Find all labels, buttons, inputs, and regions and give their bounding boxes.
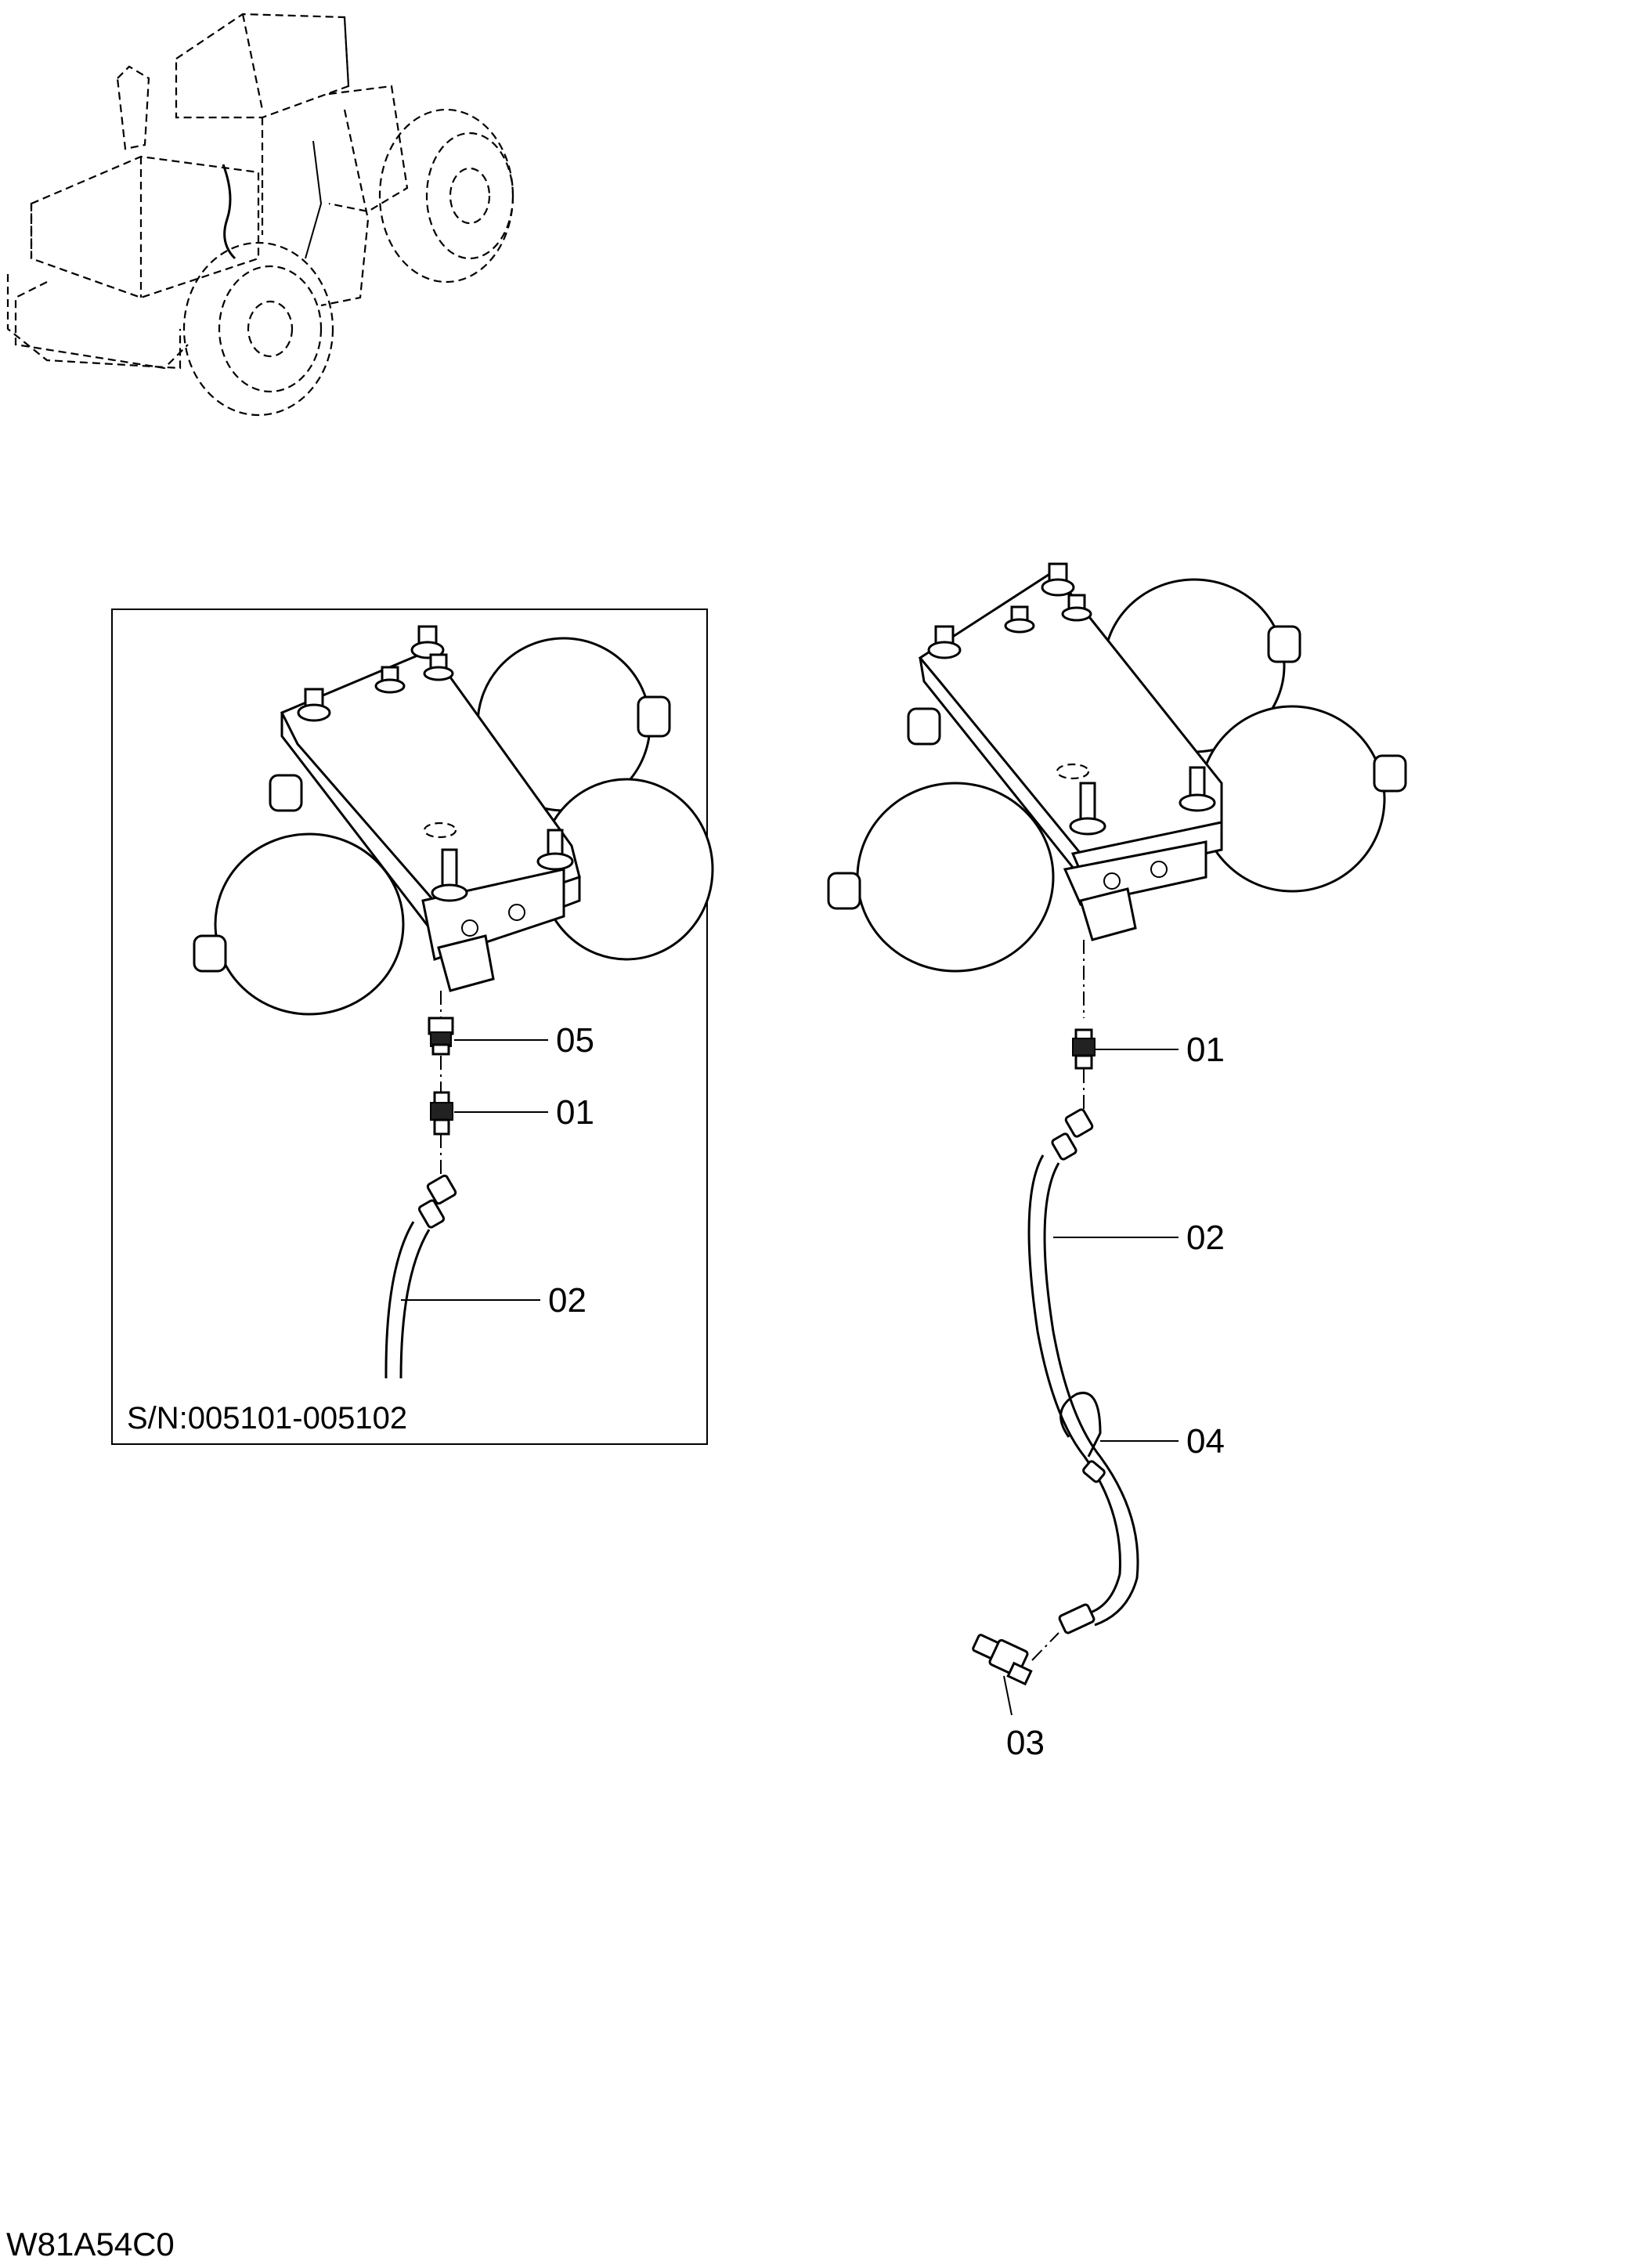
wheel-loader-overview bbox=[6, 13, 514, 417]
figure-code: W81A54C0 bbox=[6, 2226, 175, 2263]
main-assembly: 01 02 04 03 bbox=[827, 562, 1407, 1762]
callout-02: 02 bbox=[548, 1281, 587, 1320]
fitting-05 bbox=[428, 1017, 454, 1056]
callout-03: 03 bbox=[1006, 1724, 1045, 1762]
callout-01: 01 bbox=[556, 1093, 594, 1132]
callout-04: 04 bbox=[1186, 1422, 1225, 1461]
callout-02: 02 bbox=[1186, 1219, 1225, 1257]
accumulator-sphere bbox=[1198, 705, 1386, 893]
hose-02 bbox=[384, 1174, 457, 1379]
pressure-switch-03 bbox=[972, 1634, 1033, 1686]
serial-range: S/N:005101-005102 bbox=[127, 1401, 407, 1436]
accumulator-sphere bbox=[214, 832, 405, 1016]
fitting-01 bbox=[1072, 1028, 1096, 1070]
inset-box: 05 01 02 S/N:005101-005102 bbox=[111, 609, 714, 1445]
callout-01: 01 bbox=[1186, 1031, 1225, 1069]
fitting-01 bbox=[430, 1091, 453, 1136]
clip-04 bbox=[1059, 1392, 1106, 1483]
accumulator-sphere bbox=[856, 782, 1055, 973]
callout-05: 05 bbox=[556, 1021, 594, 1060]
hose-02 bbox=[1027, 1108, 1139, 1627]
